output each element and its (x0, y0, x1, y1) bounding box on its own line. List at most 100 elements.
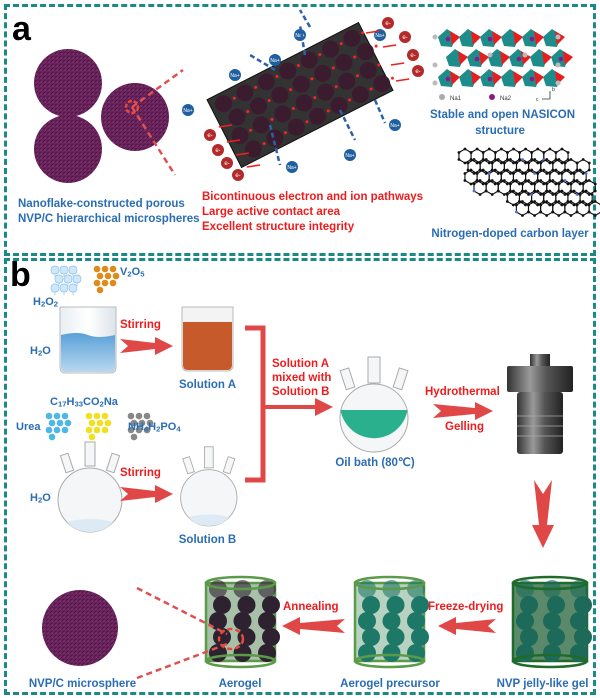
sodium-ion (286, 161, 298, 173)
svg-text:Na+: Na+ (375, 33, 384, 39)
v2o5-particle (96, 272, 104, 280)
oil-bath-caption: Oil bath (80℃) (335, 457, 415, 469)
gel-particle (358, 612, 376, 630)
electron (407, 49, 419, 61)
reagent-particle (143, 412, 151, 420)
ion-path-arrow (298, 9, 312, 28)
reagent-particle (101, 412, 109, 420)
gel-particle (362, 596, 380, 614)
svg-text:e-: e- (207, 133, 212, 139)
svg-text:e-: e- (235, 173, 240, 179)
arrow-right-icon (120, 485, 173, 503)
po4-tetrahedron (513, 71, 523, 85)
merge-bracket (245, 325, 333, 483)
microsphere (34, 49, 102, 117)
hydrothermal-autoclave (507, 354, 573, 454)
nvp-grain (287, 118, 305, 136)
v2o5-particle (109, 265, 117, 273)
h2o2-droplet (59, 265, 69, 277)
reagent-particle (64, 419, 72, 427)
h2o2-droplet (68, 265, 78, 277)
electron (212, 144, 224, 156)
svg-text:e-: e- (224, 161, 229, 167)
gel-particle (516, 644, 534, 662)
zoom-line (136, 586, 228, 636)
microsphere (42, 590, 118, 666)
v2o5-particle (93, 279, 101, 287)
nvp-c-microspheres-figure (34, 49, 184, 183)
po4-tetrahedron (471, 31, 481, 45)
reagent-particle (96, 419, 104, 427)
reagent-particle (127, 426, 135, 434)
arrow-left-icon (282, 617, 345, 635)
arrow-right-icon (120, 337, 173, 355)
gel-particle (382, 612, 401, 630)
legend-na1: Na1 (450, 96, 462, 102)
reagent-particle (93, 426, 101, 434)
electron (412, 65, 424, 77)
h2o2-droplets-icon (50, 265, 82, 295)
h2o2-droplet (54, 274, 64, 286)
po4-tetrahedron (534, 71, 544, 85)
zoom-circle (124, 99, 140, 115)
gel-particle (520, 596, 538, 614)
h2o2-droplet (59, 283, 69, 295)
reagent-particle (104, 419, 112, 427)
reagent-particle (48, 419, 56, 427)
step-freeze-drying: Freeze-drying (428, 601, 504, 613)
nvp-grain (257, 73, 275, 91)
reagent-particle (127, 412, 135, 420)
electron (204, 129, 216, 141)
nvp-grain (330, 96, 348, 114)
reagent-particle (135, 426, 143, 434)
sodium-ion (269, 54, 281, 66)
v2o5-particle (96, 286, 104, 294)
reagent-particle (130, 419, 138, 427)
step-stirring-2: Stirring (120, 467, 161, 479)
nvp-grain (300, 51, 318, 69)
po4-tetrahedron (534, 31, 544, 45)
svg-text:e-: e- (215, 148, 220, 154)
gel-particle (386, 628, 405, 646)
gel-particle (262, 596, 280, 614)
oleate-label: C17H33CO2Na (50, 396, 118, 409)
svg-text:Na+: Na+ (345, 153, 354, 159)
svg-text:e-: e- (385, 21, 390, 27)
po4-tetrahedron (492, 31, 502, 45)
reagent-particle (93, 412, 101, 420)
svg-text:e-: e- (415, 69, 420, 75)
microspheres-caption-line1: Nanoflake-constructed porous (18, 198, 185, 210)
nvp-grain (271, 86, 289, 104)
sodium-ion (182, 104, 194, 116)
po4-tetrahedron (500, 51, 510, 65)
mix-line3: Solution B (272, 386, 330, 398)
gel-particle (574, 596, 592, 614)
gel-particle (213, 596, 231, 614)
v2o5-particle (109, 279, 117, 287)
nvp-grain (322, 40, 340, 58)
nvp-grain (249, 97, 267, 115)
po4-tetrahedron (458, 51, 468, 65)
po4-tetrahedron (563, 51, 573, 65)
reagent-particle (61, 412, 69, 420)
feature-contact-area: Large active contact area (202, 206, 341, 218)
panel-a (4, 4, 596, 256)
gel-particle (358, 580, 376, 598)
gel-particle (386, 596, 405, 614)
ion-path-arrow (249, 53, 276, 72)
microspheres-caption-line2: NVP/C hierarchical microspheres (18, 213, 200, 225)
h2o2-droplet (50, 265, 60, 277)
reagent-particle (101, 426, 109, 434)
reagent-particle (56, 419, 64, 427)
svg-text:c: c (536, 97, 539, 103)
electron (221, 157, 233, 169)
sodium-ion (344, 149, 356, 161)
gel-particle (213, 628, 231, 646)
gel-particle (547, 596, 565, 614)
gel-particle (516, 580, 534, 598)
reagent-particle (53, 426, 61, 434)
reagent-particle (143, 426, 151, 434)
feature-bicontinuous: Bicontinuous electron and ion pathways (202, 191, 424, 203)
zoom-line (131, 68, 184, 109)
v2o5-particle (93, 265, 101, 273)
